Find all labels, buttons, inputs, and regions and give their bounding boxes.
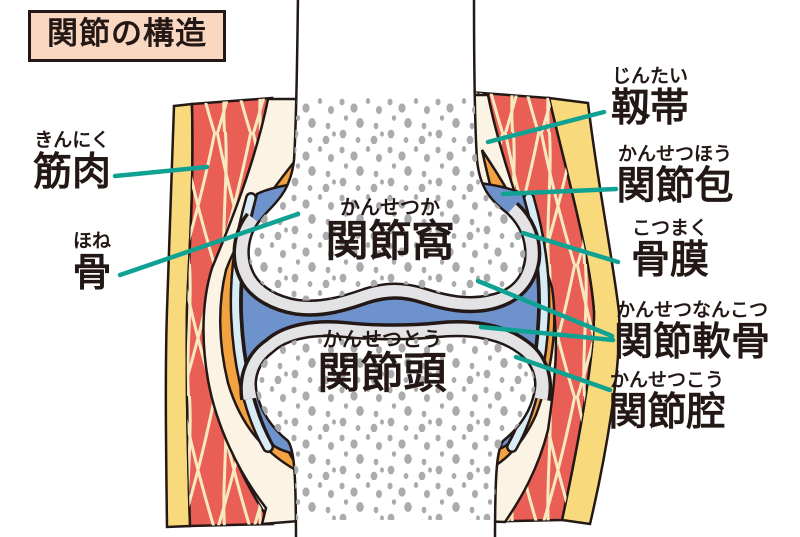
leader-bone <box>117 211 301 278</box>
label-cavity-furigana: かんせつこう <box>609 369 724 391</box>
label-ligament-text: 靱帯 <box>610 85 689 131</box>
leader-cavity <box>513 354 613 393</box>
leader-muscle <box>112 164 210 179</box>
label-periosteum-text: 骨膜 <box>630 237 709 283</box>
leader-periosteum <box>520 230 621 265</box>
label-ligament-furigana: じんたい <box>611 65 688 87</box>
label-socket-furigana: かんせつか <box>340 195 440 219</box>
leader-ligament <box>485 109 607 145</box>
label-muscle: きんにく 筋肉 <box>20 129 124 195</box>
label-socket: かんせつか 関節窩 <box>300 196 480 266</box>
label-periosteum: こつまく 骨膜 <box>622 217 718 283</box>
label-capsule: かんせつほう 関節包 <box>608 143 742 209</box>
label-capsule-text: 関節包 <box>616 163 734 209</box>
label-cavity-text: 関節腔 <box>608 389 726 435</box>
label-ligament: じんたい 靱帯 <box>600 65 700 131</box>
label-muscle-text: 筋肉 <box>32 149 111 195</box>
label-head-text: 関節頭 <box>317 349 447 399</box>
leader-lines <box>112 109 621 393</box>
label-capsule-furigana: かんせつほう <box>617 143 732 165</box>
label-bone-text: 骨 <box>72 250 112 296</box>
label-bone-furigana: ほね <box>72 230 111 252</box>
leader-capsule <box>500 186 619 197</box>
label-muscle-furigana: きんにく <box>34 129 110 151</box>
leader-cartilage-2 <box>478 324 616 343</box>
label-socket-text: 関節窩 <box>325 217 455 267</box>
diagram-title: 関節の構造 <box>28 10 226 62</box>
label-cartilage-furigana: かんせつなんこつ <box>615 299 768 321</box>
label-cavity: かんせつこう 関節腔 <box>600 369 734 435</box>
label-head: かんせつとう 関節頭 <box>292 328 472 398</box>
label-cartilage: かんせつなんこつ 関節軟骨 <box>608 299 776 365</box>
label-periosteum-furigana: こつまく <box>631 217 708 239</box>
leader-cartilage-1 <box>475 278 615 339</box>
label-cartilage-text: 関節軟骨 <box>613 319 770 365</box>
label-bone: ほね 骨 <box>48 230 136 296</box>
label-head-furigana: かんせつとう <box>322 327 442 351</box>
